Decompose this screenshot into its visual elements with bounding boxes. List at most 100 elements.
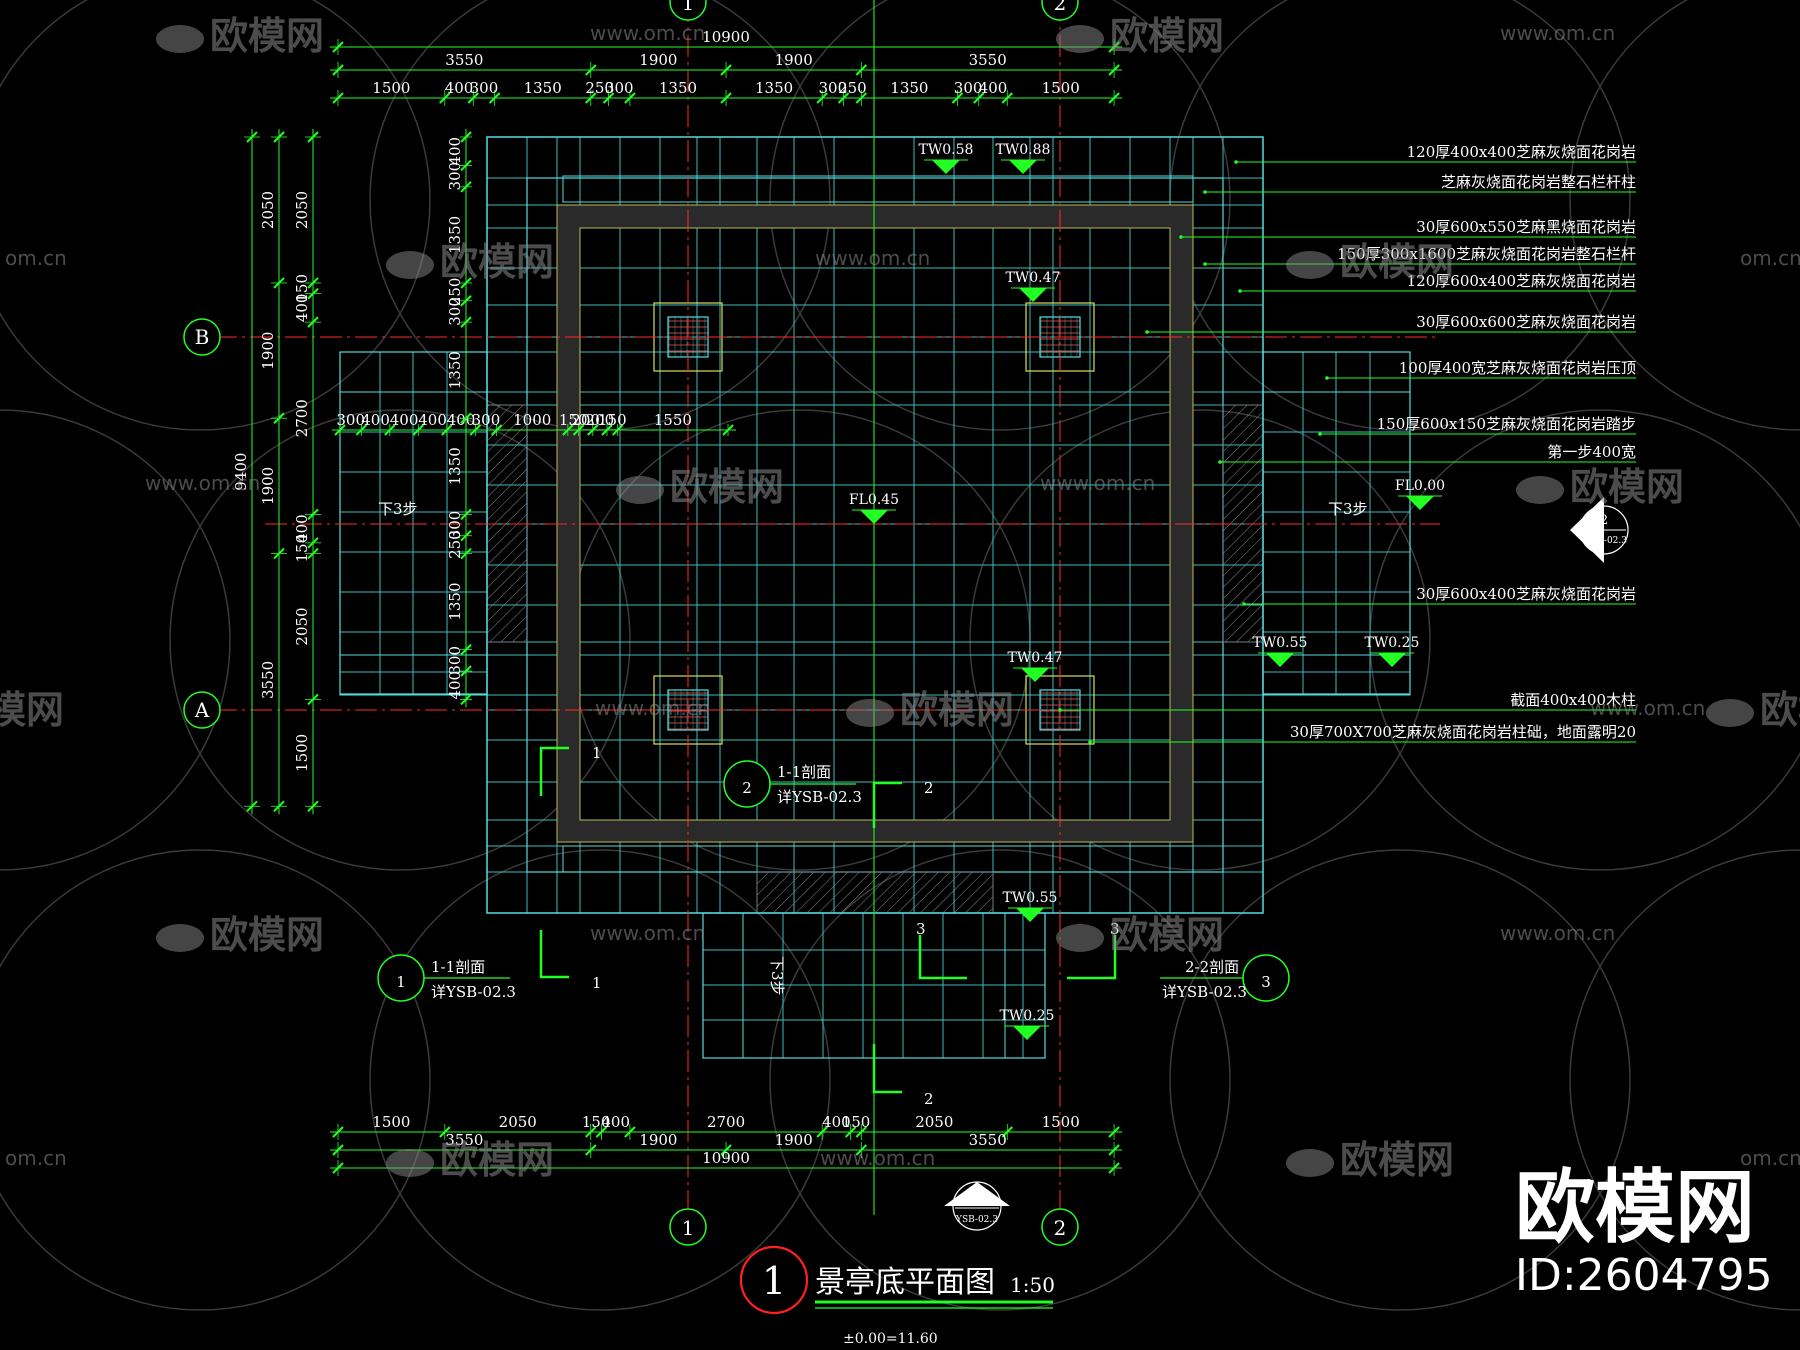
dim-left-inner-label: 300	[446, 297, 464, 326]
dim-left-mid-label: 400	[293, 514, 311, 543]
steps-bottom-label: 下3步	[768, 956, 786, 996]
dim-left-mid-label: 2050	[293, 191, 311, 229]
watermark-cn: 欧模网	[0, 688, 64, 732]
watermark-rings	[0, 0, 1800, 1311]
dim-top-row1-label: 1900	[775, 51, 813, 69]
dim-top-row2-label: 300	[470, 79, 499, 97]
axis-bubble-b	[183, 318, 221, 356]
section-2-number: 2	[742, 779, 752, 797]
dim-bottom-row1-label: 2050	[915, 1113, 953, 1131]
dim-bottom-row1-label: 2050	[499, 1113, 537, 1131]
dim-left-inner-label: 1350	[446, 582, 464, 620]
dim-bottom-row2-label: 1900	[775, 1131, 813, 1149]
level-label-fl045: FL0.45	[849, 492, 899, 508]
steps-right-cap-top	[1262, 351, 1411, 393]
dim-inner-row-label: 300	[336, 411, 365, 429]
axis-label-b: B	[195, 325, 210, 349]
callout-dot	[1145, 330, 1149, 334]
dim-top-row2-label: 250	[838, 79, 867, 97]
dim-top-total-label: 10900	[702, 28, 750, 46]
watermark-short: om.cn	[5, 246, 67, 270]
watermark-logo	[386, 251, 434, 279]
dim-left-inner-label: 300	[446, 511, 464, 540]
dim-bottom-row1-label: 400	[822, 1113, 851, 1131]
callout-label: 150厚300x1600芝麻灰烧面花岗岩整石栏杆	[1337, 245, 1636, 263]
section-3-ref: 详YSB-02.3	[1162, 983, 1247, 1001]
title-number-circle	[739, 1245, 809, 1315]
dim-top-row2-label: 1350	[755, 79, 793, 97]
dim-top-row2-label: 250	[585, 79, 614, 97]
steps-left-label: 下3步	[378, 500, 418, 518]
callout-label: 150厚600x150芝麻灰烧面花岗岩踏步	[1377, 415, 1636, 433]
elevation-note: ±0.00=11.60	[843, 1331, 938, 1347]
watermark-url: www.om.cn	[1500, 21, 1615, 45]
watermark-short: om.cn	[1740, 246, 1800, 270]
callout-label: 120厚600x400芝麻灰烧面花岗岩	[1407, 272, 1636, 290]
level-marker-tw088	[1009, 160, 1037, 174]
watermark-ring	[369, 849, 831, 1311]
material-callouts: 120厚400x400芝麻灰烧面花岗岩芝麻灰烧面花岗岩整石栏杆柱30厚600x5…	[1058, 143, 1636, 744]
watermark-url: www.om.cn	[1590, 696, 1705, 720]
dim-inner-row-label: 1550	[654, 411, 692, 429]
watermark-logo	[386, 1149, 434, 1177]
callout-dot	[1179, 235, 1183, 239]
watermark-cn: 欧模网	[900, 688, 1014, 732]
dim-inner-row-label: 400	[361, 411, 390, 429]
cut-label-2a: 2	[924, 779, 934, 797]
dim-left-mid-label: 400	[293, 294, 311, 323]
watermark-logo	[1516, 476, 1564, 504]
axis-bubble-2-top	[1041, 0, 1079, 21]
dim-inner-row-label: 150	[598, 411, 627, 429]
callout-label: 120厚400x400芝麻灰烧面花岗岩	[1407, 143, 1636, 161]
level-marker-tw025a	[1378, 653, 1406, 667]
dim-top-row2-label: 1350	[659, 79, 697, 97]
dim-bottom-row1-label: 1500	[1042, 1113, 1080, 1131]
dim-left-inner-label: 1350	[446, 351, 464, 389]
dim-bottom-row1-label: 2700	[707, 1113, 745, 1131]
dim-left-inner-label: 300	[446, 646, 464, 675]
level-label-fl000: FL0.00	[1395, 478, 1445, 494]
brand-logo-text: 欧模网	[1515, 1161, 1755, 1254]
level-label-tw025a: TW0.25	[1365, 635, 1420, 651]
cut-mark-3-right	[1067, 935, 1117, 980]
watermark-url: www.om.cn	[590, 21, 705, 45]
level-marker-tw025b	[1013, 1026, 1041, 1040]
cut-label-1a: 1	[592, 744, 602, 762]
cut-label-2b: 2	[924, 1090, 934, 1108]
section-2-title: 1-1剖面	[777, 763, 831, 781]
section-ref-right: 2 YSB-02.3	[1570, 497, 1629, 563]
watermark-cn: 欧模网	[1340, 240, 1454, 284]
section-cut-marks	[539, 746, 1117, 1094]
dim-left-inner-label: 1350	[446, 216, 464, 254]
callout-dot	[1203, 190, 1207, 194]
dim-top-row2-label: 400	[445, 79, 474, 97]
dim-left-inner-label: 250	[446, 530, 464, 559]
watermark-ring	[769, 0, 1231, 431]
watermark-cn: 欧模网	[210, 913, 324, 957]
dim-bottom-row1-label: 400	[601, 1113, 630, 1131]
watermark-short: om.cn	[5, 1146, 67, 1170]
platform-structure	[339, 136, 1411, 1059]
section-ref-right-sheet: YSB-02.3	[1584, 536, 1627, 546]
watermark-ring	[969, 409, 1431, 871]
dim-left-mid-label: 2050	[293, 607, 311, 645]
level-label-tw055b: TW0.55	[1003, 890, 1058, 906]
axis-label-a: A	[194, 698, 210, 722]
callout-label: 100厚400宽芝麻灰烧面花岗岩压顶	[1399, 359, 1636, 377]
level-marker-tw055a	[1266, 653, 1294, 667]
dim-bottom-row1-label: 1500	[372, 1113, 410, 1131]
level-marker-tw047a	[1019, 288, 1047, 302]
dim-left-inner-label: 1350	[446, 447, 464, 485]
watermark-url: www.om.cn	[590, 921, 705, 945]
callout-dot	[1318, 432, 1322, 436]
dim-left-total-label: 9400	[232, 453, 250, 491]
dim-bottom-total-label: 10900	[702, 1149, 750, 1167]
section-ref-right-number: 2	[1600, 513, 1608, 528]
dim-bottom-row1-label: 150	[842, 1113, 871, 1131]
axis-bubble-1-bottom	[669, 1208, 707, 1246]
callout-label: 30厚600x400芝麻灰烧面花岗岩	[1416, 585, 1636, 603]
cut-mark-1-lower	[539, 930, 569, 979]
